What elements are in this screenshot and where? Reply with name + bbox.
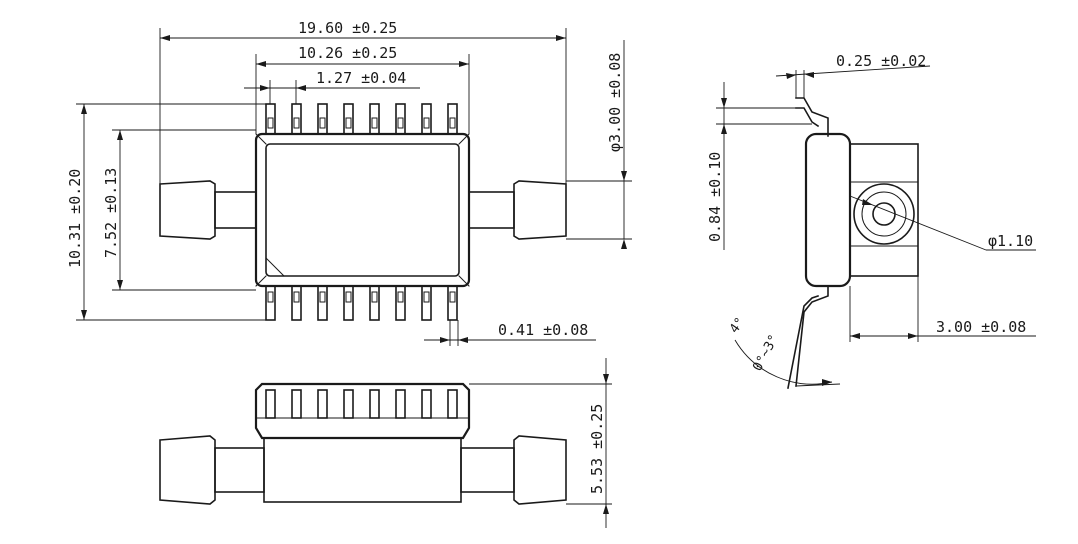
port-outer-ring (853, 183, 915, 245)
angle-range-label: 0°~3° (750, 332, 782, 374)
port-diameter-label: φ3.00 ±0.08 (606, 53, 624, 152)
overall-width-label: 10.31 ±0.20 (66, 169, 84, 268)
side-body (804, 132, 852, 288)
bottom-pin (369, 285, 380, 321)
lead-thickness-label: 0.25 ±0.02 (836, 52, 926, 70)
front-pin (291, 389, 302, 419)
bottom-pin (421, 285, 432, 321)
top-pin (421, 103, 432, 135)
bottom-pin (447, 285, 458, 321)
front-pin (447, 389, 458, 419)
port-offset-label: 3.00 ±0.08 (936, 318, 1026, 336)
hole-diameter-label: φ1.10 (988, 232, 1033, 250)
top-pin (369, 103, 380, 135)
front-pin-row (265, 389, 458, 419)
top-pin (317, 103, 328, 135)
body-width-label: 7.52 ±0.13 (102, 168, 120, 258)
bottom-pin (265, 285, 276, 321)
bottom-pin (317, 285, 328, 321)
angle-max-label: 4° (727, 315, 748, 336)
top-pin (291, 103, 302, 135)
front-pin (395, 389, 406, 419)
bottom-pin (343, 285, 354, 321)
top-pin (265, 103, 276, 135)
front-view: 5.53 ±0.25 (159, 358, 612, 528)
right-pressure-port (468, 180, 567, 240)
front-body-base (263, 437, 462, 503)
front-pin (343, 389, 354, 419)
pin-pitch-label: 1.27 ±0.04 (316, 69, 406, 87)
bottom-pin (395, 285, 406, 321)
bottom-pin-row (265, 285, 458, 321)
top-pin (395, 103, 406, 135)
front-pin (369, 389, 380, 419)
top-pin (343, 103, 354, 135)
overall-length-label: 19.60 ±0.25 (298, 19, 397, 37)
top-pin (447, 103, 458, 135)
bottom-pin (291, 285, 302, 321)
top-pin-row (265, 103, 458, 135)
top-view: 19.60 ±0.25 10.26 ±0.25 1.27 ±0.04 10.31… (66, 19, 632, 346)
front-pin (265, 389, 276, 419)
body-length-label: 10.26 ±0.25 (298, 44, 397, 62)
standoff-label: 0.84 ±0.10 (706, 152, 724, 242)
height-label: 5.53 ±0.25 (588, 404, 606, 494)
package-lid (265, 143, 460, 277)
left-pressure-port (159, 180, 257, 240)
lead-width-label: 0.41 ±0.08 (498, 321, 588, 339)
front-pin (421, 389, 432, 419)
side-view: 0.25 ±0.02 0.84 ±0.10 φ1.10 3.00 ±0.08 4… (706, 52, 1036, 389)
front-pin (317, 389, 328, 419)
package-body (254, 132, 471, 288)
